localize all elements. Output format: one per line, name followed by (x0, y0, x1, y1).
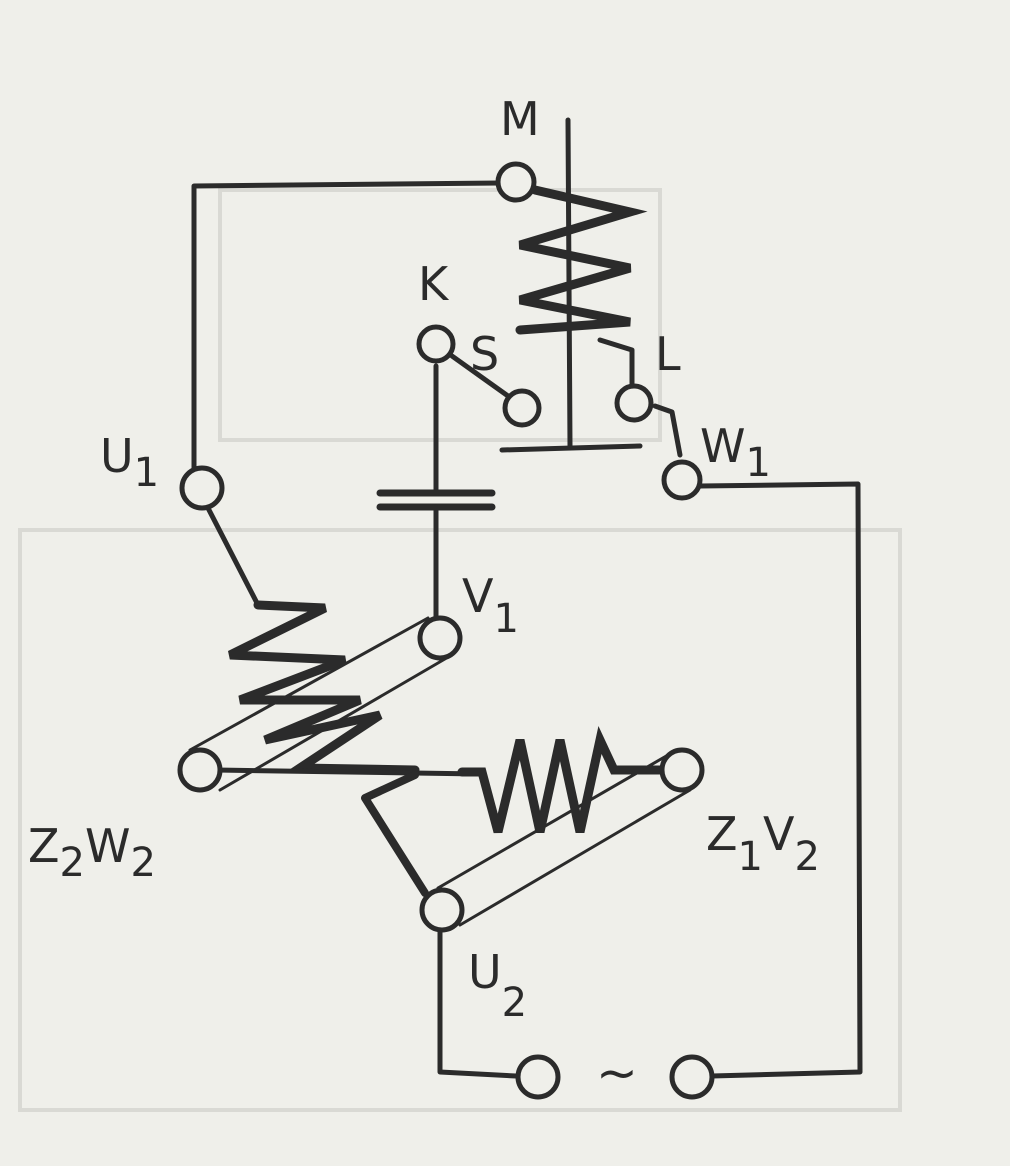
wire-winding-to-u2 (361, 771, 429, 897)
wire-coil-to-l (597, 337, 635, 391)
label-w1: W1 (700, 419, 771, 486)
relay-contact-bar (499, 443, 643, 453)
terminal-s (502, 388, 542, 428)
label-v1: V1 (462, 569, 519, 642)
wire-w1-to-supply (697, 481, 863, 1079)
ac-supply-symbol: ~ (596, 1044, 638, 1102)
terminal-w1 (661, 459, 703, 501)
link-tube-v1-z2w2 (188, 616, 452, 792)
label-k: K (418, 257, 450, 311)
supply-terminal-left (515, 1054, 561, 1100)
label-z1v2: Z1V2 (706, 807, 820, 880)
supply-terminal-right (669, 1054, 715, 1100)
label-l: L (655, 327, 681, 381)
label-m: M (500, 92, 540, 146)
wire-z2w2-junction (213, 767, 483, 777)
label-u1: U1 (100, 429, 159, 496)
label-z2w2: Z2W2 (28, 819, 156, 886)
background-ghost-print (18, 188, 902, 1112)
terminal-l (614, 383, 654, 423)
wire-u1-to-winding (205, 505, 261, 608)
terminal-k (416, 324, 456, 364)
main-winding (228, 600, 420, 775)
terminal-z1v2 (659, 747, 705, 793)
relay-coil (515, 185, 648, 335)
label-u2: U2 (468, 945, 527, 1026)
wire-u2-to-supply (437, 927, 519, 1079)
link-tube-z1v2-u2 (436, 753, 692, 927)
terminal-z2w2 (177, 747, 223, 793)
wire-l-to-w1 (652, 403, 683, 458)
terminal-v1 (417, 615, 463, 661)
switch-arm (449, 353, 511, 399)
terminal-u2 (419, 887, 465, 933)
terminal-m (495, 161, 537, 203)
wire-u1-to-m (191, 180, 503, 491)
terminal-u1 (179, 465, 225, 511)
auxiliary-winding (457, 726, 670, 834)
label-s: S (470, 327, 499, 381)
